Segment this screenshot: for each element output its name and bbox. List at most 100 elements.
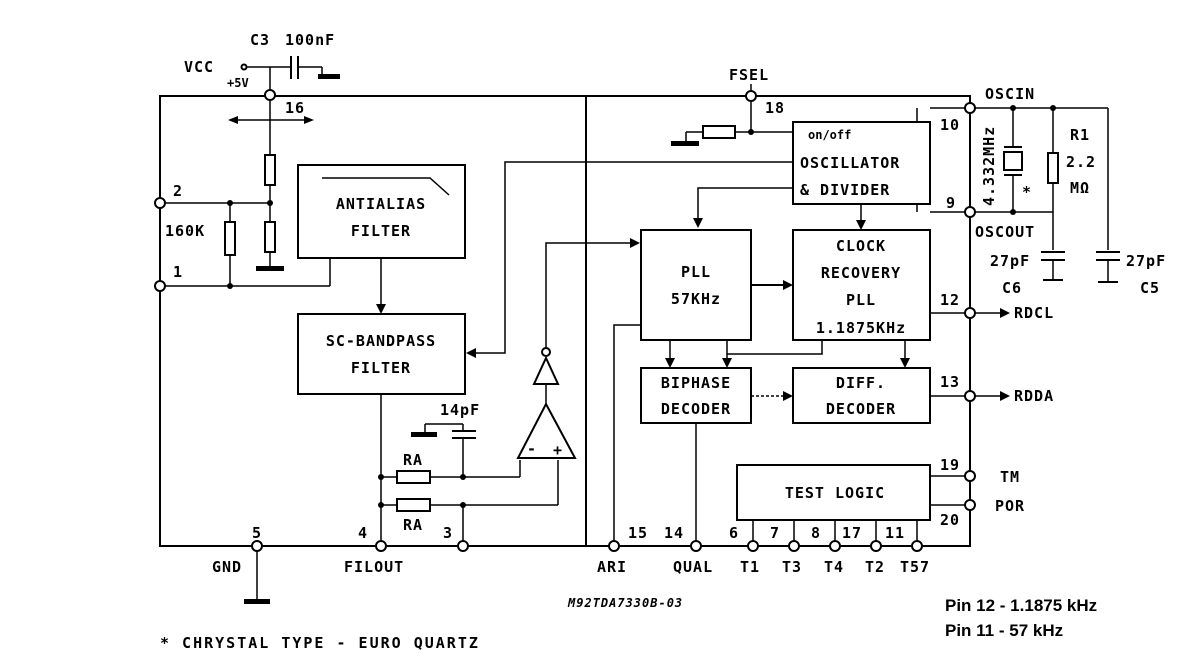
r160-label: 160K [165, 222, 205, 240]
osc-onoff: on/off [808, 128, 851, 142]
comparator [516, 401, 577, 459]
c6-label: C6 [1002, 279, 1022, 297]
test-logic-block [736, 464, 931, 521]
clock-recovery-block [792, 229, 931, 341]
comparator-minus: - [527, 440, 537, 458]
pin-15 [608, 540, 620, 552]
ra2-label: RA [403, 516, 423, 534]
pin-11 [911, 540, 923, 552]
pin-20-label: 20 [940, 511, 960, 529]
comparator-plus: + [553, 441, 563, 459]
pin-8-label: 8 [811, 524, 821, 542]
c3-label: C3 [250, 31, 270, 49]
antialias-line2: FILTER [351, 222, 411, 240]
pin-3-label: 3 [443, 524, 453, 542]
pin-14-label: 14 [664, 524, 684, 542]
pll-line1: PLL [681, 263, 711, 281]
bandpass-line2: FILTER [351, 359, 411, 377]
clock-line3: PLL [846, 291, 876, 309]
c6-value: 27pF [990, 252, 1030, 270]
diff-decoder-block [792, 367, 931, 424]
pin-19-label: 19 [940, 456, 960, 474]
biphase-line1: BIPHASE [661, 374, 731, 392]
pin-12 [964, 307, 976, 319]
c5-value: 27pF [1126, 252, 1166, 270]
c3-value: 100nF [285, 31, 335, 49]
oscin-label: OSCIN [985, 85, 1035, 103]
crystal-network [975, 105, 1120, 283]
pin-oscin [964, 102, 976, 114]
pin-15-label: 15 [628, 524, 648, 542]
r1-value: 2.2 [1066, 153, 1096, 171]
por-label: POR [995, 497, 1025, 515]
pin-3 [457, 540, 469, 552]
vcc-label: VCC [184, 58, 214, 76]
antialias-filter-block [297, 164, 466, 259]
c14-label: 14pF [440, 401, 480, 419]
crystal-freq: 4.332MHz [980, 126, 998, 206]
c5-label: C5 [1140, 279, 1160, 297]
filout-label: FILOUT [344, 558, 404, 576]
diff-line1: DIFF. [836, 374, 886, 392]
r1-label: R1 [1070, 126, 1090, 144]
filout-network [378, 394, 559, 542]
pin-5-label: 5 [252, 524, 262, 542]
vcc-supply [240, 56, 340, 93]
bandpass-line1: SC-BANDPASS [326, 332, 436, 350]
rdcl-label: RDCL [1014, 304, 1054, 322]
pin-20 [964, 499, 976, 511]
pin-19 [964, 470, 976, 482]
biphase-line2: DECODER [661, 400, 731, 418]
r1-unit: MΩ [1070, 179, 1090, 197]
rdda-label: RDDA [1014, 387, 1054, 405]
pll-57khz-block [640, 229, 752, 341]
v5-label: +5V [227, 76, 249, 90]
test-logic-label: TEST LOGIC [785, 484, 885, 502]
pin-2-label: 2 [173, 182, 183, 200]
pin-6 [747, 540, 759, 552]
t57-label: T57 [900, 558, 930, 576]
antialias-line1: ANTIALIAS [336, 195, 426, 213]
pin-1-label: 1 [173, 263, 183, 281]
t2-label: T2 [865, 558, 885, 576]
filter-response-symbol [322, 177, 450, 196]
bandpass-filter-block [297, 313, 466, 395]
pin-16 [264, 89, 276, 101]
pll-line2: 57KHz [671, 290, 721, 308]
test-pins-wiring [752, 520, 918, 542]
pin-oscout [964, 206, 976, 218]
fsel-label: FSEL [729, 66, 769, 84]
gnd-label: GND [212, 558, 242, 576]
pin-14 [690, 540, 702, 552]
oscillator-divider-block [792, 121, 931, 205]
footnote: * CHRYSTAL TYPE - EURO QUARTZ [160, 634, 480, 652]
pin-17-label: 17 [842, 524, 862, 542]
drawing-code: M92TDA7330B-03 [567, 596, 683, 610]
clock-line1: CLOCK [836, 237, 886, 255]
t1-label: T1 [740, 558, 760, 576]
pin-5 [251, 540, 263, 552]
pin-16-label: 16 [285, 99, 305, 117]
oscout-label: OSCOUT [975, 223, 1035, 241]
chip-outline [159, 95, 971, 547]
t4-label: T4 [824, 558, 844, 576]
ari-label: ARI [597, 558, 627, 576]
pin-12-label: 12 [940, 291, 960, 309]
pin-8 [829, 540, 841, 552]
ra1-label: RA [403, 451, 423, 469]
pin-7-label: 7 [770, 524, 780, 542]
note-pin11: Pin 11 - 57 kHz [945, 621, 1063, 640]
pin-1 [154, 280, 166, 292]
pin-7 [788, 540, 800, 552]
clock-line2: RECOVERY [821, 264, 901, 282]
crystal-star: * [1022, 183, 1032, 201]
pin-13-label: 13 [940, 373, 960, 391]
osc-line2: & DIVIDER [800, 181, 890, 199]
diff-line2: DECODER [826, 400, 896, 418]
pin-17 [870, 540, 882, 552]
buffer [532, 355, 560, 385]
pin-2 [154, 197, 166, 209]
pin-18-label: 18 [765, 99, 785, 117]
pin-10-label: 10 [940, 116, 960, 134]
